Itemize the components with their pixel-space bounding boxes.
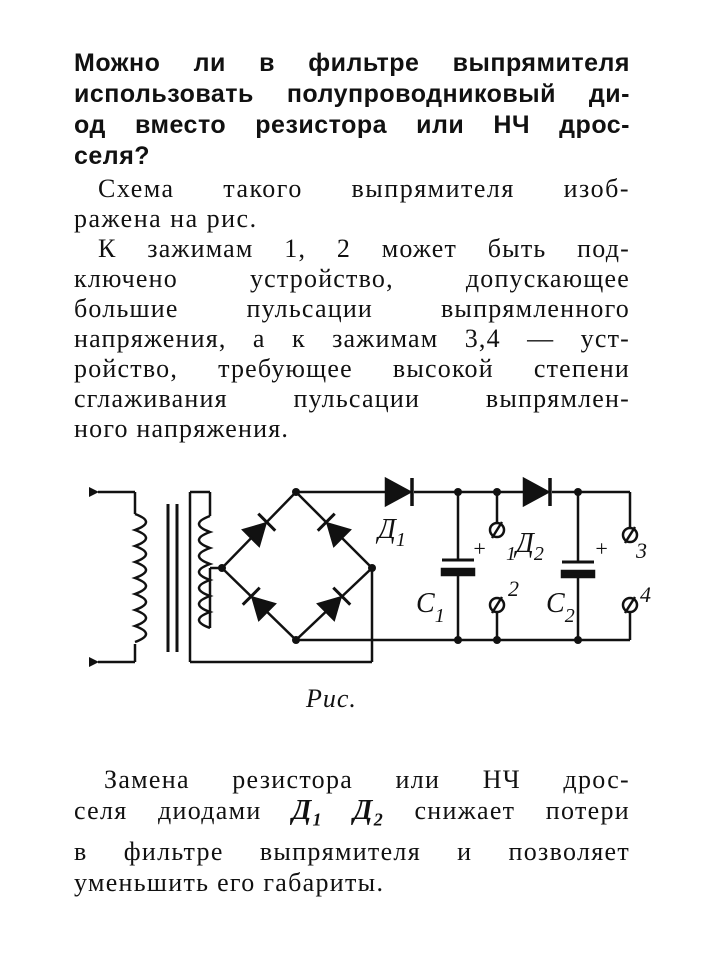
paragraph-2-line-4: напряжения, а к зажимам 3,4 — уст- bbox=[74, 324, 630, 353]
terminal-3-label: 3 bbox=[635, 538, 647, 563]
bridge-diode-bottom-right bbox=[316, 586, 352, 622]
inline-label-d1: Д1 bbox=[292, 795, 323, 830]
paragraph-2-line-2: ключено устройство, допускающее bbox=[74, 264, 630, 293]
diode-d1-label: Д1 bbox=[375, 514, 406, 551]
capacitor-c1-label: C1 bbox=[416, 588, 445, 627]
terminal-2-symbol bbox=[488, 596, 506, 614]
capacitor-c1 bbox=[440, 492, 476, 640]
paragraph-3-line-1: Замена резистора или НЧ дрос- bbox=[104, 765, 630, 794]
paragraph-2-line-3: большие пульсации выпрямленного bbox=[74, 294, 630, 323]
bridge-diode-bottom-left bbox=[241, 586, 277, 622]
paragraph-2-line-5: ройство, требующее высокой степени bbox=[74, 354, 630, 383]
terminal-2-label: 2 bbox=[508, 576, 519, 601]
inline-label-d2: Д2 bbox=[353, 795, 385, 830]
paragraph-3-line-4: уменьшить его габариты. bbox=[74, 867, 385, 897]
junction-dots bbox=[218, 488, 582, 644]
question-line-4: селя? bbox=[74, 142, 151, 170]
c2-plus-sign: + bbox=[594, 536, 609, 561]
positive-rail bbox=[296, 490, 632, 528]
secondary-wiring bbox=[188, 490, 374, 664]
diode-d2-symbol bbox=[522, 476, 552, 508]
paragraph-3-line-2-end: снижает потери bbox=[414, 796, 630, 825]
transformer bbox=[131, 504, 214, 652]
paragraph-3: Замена резистора или НЧ дрос- селя диода… bbox=[74, 764, 630, 898]
paragraph-2: К зажимам 1, 2 может быть под- ключено у… bbox=[74, 234, 630, 444]
figure-caption: Рис. bbox=[306, 684, 357, 713]
negative-rail bbox=[296, 612, 632, 642]
c1-plus-sign: + bbox=[472, 536, 487, 561]
paragraph-1-line-2: ражена на рис. bbox=[74, 204, 258, 233]
paragraph-3-line-2-start: селя диодами bbox=[74, 796, 262, 825]
terminal-1-symbol bbox=[488, 521, 506, 539]
paragraph-1-line-1: Схема такого выпрямителя изоб- bbox=[98, 174, 630, 203]
terminal-3-symbol bbox=[621, 526, 639, 544]
terminal-4-label: 4 bbox=[640, 582, 651, 607]
question-line-3: од вместо резистора или НЧ дрос- bbox=[74, 111, 630, 139]
terminal-4-symbol bbox=[621, 596, 639, 614]
question-heading: Можно ли в фильтре выпрямителя использов… bbox=[74, 48, 630, 172]
paragraph-3-line-3: в фильтре выпрямителя и позволяет bbox=[74, 836, 630, 866]
input-leads bbox=[89, 487, 137, 667]
bridge-diode-top-right bbox=[316, 512, 352, 548]
diode-bridge bbox=[221, 491, 373, 641]
paragraph-3-line-2: селя диодами Д1 Д2 снижает потери bbox=[74, 795, 630, 836]
paragraph-2-line-6: сглаживания пульсации выпрямлен- bbox=[74, 384, 630, 413]
diode-d2-label: Д2 bbox=[513, 528, 544, 565]
bridge-diode-top-left bbox=[241, 512, 277, 548]
capacitor-c2-label: C2 bbox=[546, 588, 575, 627]
question-line-1: Можно ли в фильтре выпрямителя bbox=[74, 49, 630, 77]
terminal-1-label: 1 bbox=[506, 543, 516, 565]
paragraph-1: Схема такого выпрямителя изоб- ражена на… bbox=[74, 174, 630, 234]
paragraph-2-line-1: К зажимам 1, 2 может быть под- bbox=[98, 234, 630, 263]
question-line-2: использовать полупроводниковый ди- bbox=[74, 80, 630, 108]
diode-d1-symbol bbox=[384, 476, 414, 508]
capacitor-c2 bbox=[560, 492, 596, 640]
paragraph-2-line-7: ного напряжения. bbox=[74, 414, 290, 443]
